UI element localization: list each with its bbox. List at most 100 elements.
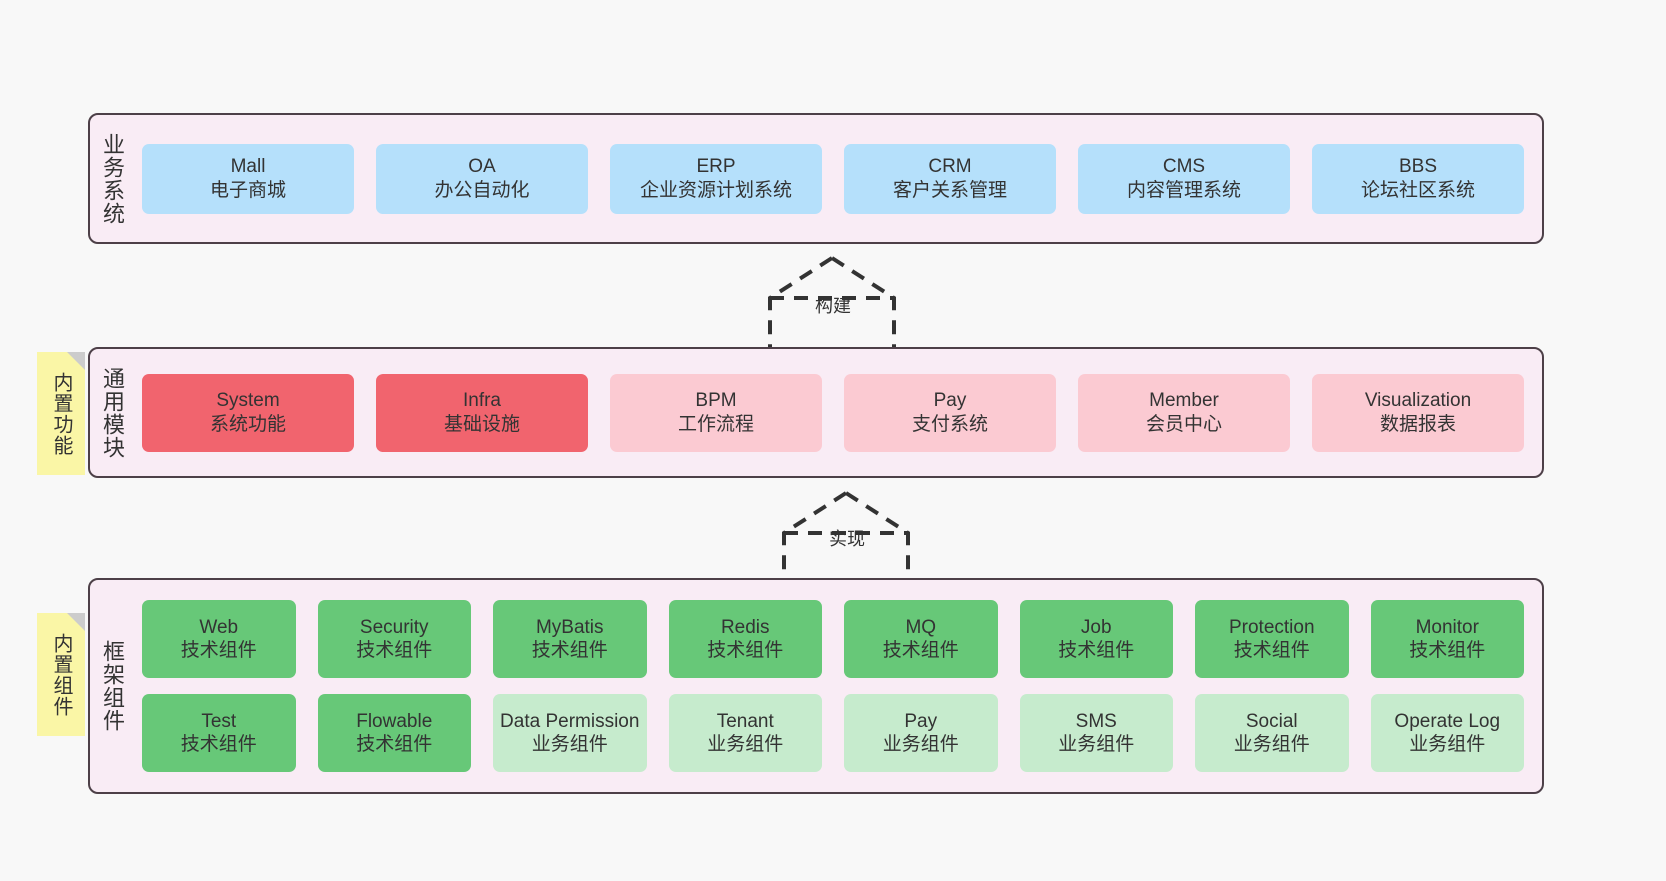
module-card-monitor[interactable]: Monitor 技术组件 (1370, 600, 1524, 678)
module-card-security[interactable]: Security 技术组件 (317, 600, 471, 678)
module-name: MyBatis (535, 616, 604, 638)
module-subtitle: 技术组件 (882, 640, 959, 661)
module-subtitle: 技术组件 (356, 640, 433, 661)
module-subtitle: 技术组件 (180, 734, 257, 755)
module-card-sms[interactable]: SMS 业务组件 (1019, 694, 1173, 772)
module-card-mall[interactable]: Mall 电子商城 (142, 143, 354, 214)
module-subtitle: 技术组件 (1058, 640, 1135, 661)
layer-common-modules: 通用模块 System 系统功能 Infra 基础设施 BPM 工作流程 Pay… (88, 347, 1544, 478)
module-card-pay-business[interactable]: Pay 业务组件 (844, 694, 998, 772)
sticky-note-label: 内置组件 (50, 632, 72, 717)
module-card-social[interactable]: Social 业务组件 (1195, 694, 1349, 772)
module-name: Pay (904, 710, 938, 732)
module-subtitle: 论坛社区系统 (1360, 179, 1475, 201)
module-card-cms[interactable]: CMS 内容管理系统 (1078, 143, 1290, 214)
layer-title-framework: 框架组件 (99, 640, 125, 732)
module-card-redis[interactable]: Redis 技术组件 (668, 600, 822, 678)
layer-row: Web 技术组件 Security 技术组件 MyBatis 技术组件 Redi… (142, 600, 1524, 678)
module-card-crm[interactable]: CRM 客户关系管理 (844, 143, 1056, 214)
connector-label-implement: 实现 (829, 529, 865, 549)
sticky-note-builtin-features: 内置功能 (37, 352, 85, 475)
module-card-flowable[interactable]: Flowable 技术组件 (317, 694, 471, 772)
layer-business-systems: 业务系统 Mall 电子商城 OA 办公自动化 ERP 企业资源计划系统 CRM… (88, 113, 1544, 244)
module-name: BPM (695, 390, 737, 412)
layer-title-business: 业务系统 (99, 132, 125, 225)
module-subtitle: 业务组件 (1233, 734, 1310, 755)
module-card-system[interactable]: System 系统功能 (142, 373, 354, 452)
connector-label-build: 构建 (815, 296, 851, 316)
module-name: Social (1245, 710, 1298, 732)
module-subtitle: 技术组件 (356, 734, 433, 755)
module-name: Member (1149, 390, 1219, 412)
module-subtitle: 工作流程 (677, 413, 754, 435)
module-subtitle: 基础设施 (443, 413, 520, 435)
module-subtitle: 业务组件 (531, 734, 608, 755)
module-name: Data Permission (500, 710, 640, 732)
module-subtitle: 支付系统 (911, 413, 988, 435)
module-card-oa[interactable]: OA 办公自动化 (376, 143, 588, 214)
layer-body-business: Mall 电子商城 OA 办公自动化 ERP 企业资源计划系统 CRM 客户关系… (134, 115, 1542, 242)
module-subtitle: 技术组件 (531, 640, 608, 661)
module-card-member[interactable]: Member 会员中心 (1078, 373, 1290, 452)
module-card-web[interactable]: Web 技术组件 (142, 600, 296, 678)
layer-row: System 系统功能 Infra 基础设施 BPM 工作流程 Pay 支付系统… (142, 373, 1524, 452)
module-name: Flowable (356, 710, 433, 732)
module-card-mybatis[interactable]: MyBatis 技术组件 (493, 600, 647, 678)
module-subtitle: 业务组件 (1409, 734, 1486, 755)
module-card-mq[interactable]: MQ 技术组件 (844, 600, 998, 678)
module-subtitle: 电子商城 (209, 179, 286, 201)
module-card-erp[interactable]: ERP 企业资源计划系统 (610, 143, 822, 214)
module-subtitle: 业务组件 (882, 734, 959, 755)
module-subtitle: 客户关系管理 (892, 179, 1007, 201)
module-card-bbs[interactable]: BBS 论坛社区系统 (1312, 143, 1524, 214)
layer-title-common: 通用模块 (99, 366, 125, 459)
module-name: ERP (696, 156, 736, 178)
layer-framework-components: 框架组件 Web 技术组件 Security 技术组件 MyBatis 技术组件… (88, 578, 1544, 794)
module-subtitle: 技术组件 (707, 640, 784, 661)
module-card-data-permission[interactable]: Data Permission 业务组件 (493, 694, 647, 772)
module-subtitle: 技术组件 (180, 640, 257, 661)
module-card-visualization[interactable]: Visualization 数据报表 (1312, 373, 1524, 452)
module-name: Test (201, 710, 237, 732)
module-card-bpm[interactable]: BPM 工作流程 (610, 373, 822, 452)
layer-row: Mall 电子商城 OA 办公自动化 ERP 企业资源计划系统 CRM 客户关系… (142, 143, 1524, 214)
module-name: Tenant (716, 710, 774, 732)
module-subtitle: 会员中心 (1145, 413, 1222, 435)
module-card-protection[interactable]: Protection 技术组件 (1195, 600, 1349, 678)
layer-body-common: System 系统功能 Infra 基础设施 BPM 工作流程 Pay 支付系统… (134, 349, 1542, 476)
module-subtitle: 技术组件 (1233, 640, 1310, 661)
sticky-note-label: 内置功能 (50, 371, 72, 456)
module-subtitle: 内容管理系统 (1126, 179, 1241, 201)
module-name: Pay (933, 390, 967, 412)
module-name: MQ (905, 616, 937, 638)
module-subtitle: 数据报表 (1379, 413, 1456, 435)
sticky-note-builtin-components: 内置组件 (37, 613, 85, 736)
module-card-infra[interactable]: Infra 基础设施 (376, 373, 588, 452)
module-subtitle: 系统功能 (209, 413, 286, 435)
module-name: SMS (1075, 710, 1117, 732)
module-subtitle: 企业资源计划系统 (639, 179, 792, 201)
module-card-tenant[interactable]: Tenant 业务组件 (668, 694, 822, 772)
module-card-job[interactable]: Job 技术组件 (1019, 600, 1173, 678)
module-subtitle: 技术组件 (1409, 640, 1486, 661)
module-name: CMS (1162, 156, 1206, 178)
module-card-operate-log[interactable]: Operate Log 业务组件 (1370, 694, 1524, 772)
layer-body-framework: Web 技术组件 Security 技术组件 MyBatis 技术组件 Redi… (134, 580, 1542, 792)
module-name: Security (359, 616, 429, 638)
module-name: Mall (230, 156, 266, 178)
module-name: CRM (928, 156, 972, 178)
module-subtitle: 办公自动化 (434, 179, 530, 201)
module-name: System (216, 390, 280, 412)
module-name: Operate Log (1394, 710, 1501, 732)
module-card-pay[interactable]: Pay 支付系统 (844, 373, 1056, 452)
layer-row: Test 技术组件 Flowable 技术组件 Data Permission … (142, 694, 1524, 772)
module-name: Protection (1228, 616, 1315, 638)
module-name: Web (199, 616, 239, 638)
module-name: Visualization (1364, 390, 1472, 412)
module-name: Job (1080, 616, 1112, 638)
module-name: Monitor (1415, 616, 1479, 638)
module-card-test[interactable]: Test 技术组件 (142, 694, 296, 772)
module-subtitle: 业务组件 (707, 734, 784, 755)
module-name: BBS (1398, 156, 1438, 178)
